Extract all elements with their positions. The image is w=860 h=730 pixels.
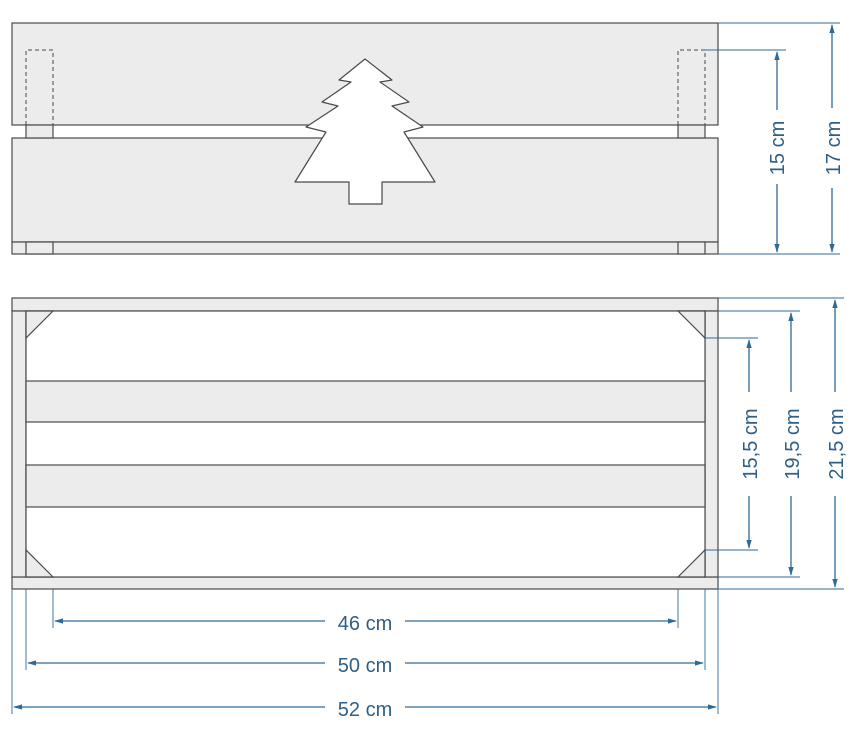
- front-left-post-hidden: [25, 49, 54, 125]
- corner-post-top-left: [25, 310, 55, 340]
- dimension-label-total-depth: 21,5 cm: [826, 408, 848, 479]
- corner-post-bottom-right: [676, 548, 706, 578]
- front-left-post: [25, 124, 54, 139]
- dimension-label-total-width: 52 cm: [338, 699, 392, 721]
- corner-post-top-right: [676, 310, 706, 340]
- dimension-label-inner-width: 46 cm: [338, 613, 392, 635]
- dimension-label-middle-depth: 19,5 cm: [782, 408, 804, 479]
- dimension-label-middle-width: 50 cm: [338, 655, 392, 677]
- bottom-slat-1: [25, 380, 706, 423]
- christmas-tree-icon: [294, 58, 436, 205]
- dimension-label-inner-depth: 15,5 cm: [740, 408, 762, 479]
- top-interior: [25, 310, 706, 578]
- front-bottom-rail: [11, 241, 719, 255]
- corner-post-bottom-left: [25, 548, 55, 578]
- top-front-board: [11, 576, 719, 590]
- front-left-post-foot: [25, 241, 54, 255]
- top-left-end-board: [11, 310, 27, 578]
- dimension-label-total-height: 17 cm: [823, 121, 845, 175]
- bottom-slat-2: [25, 464, 706, 508]
- front-right-post-foot: [677, 241, 706, 255]
- front-right-post: [677, 124, 706, 139]
- top-back-board: [11, 297, 719, 312]
- front-right-post-hidden: [677, 49, 706, 125]
- top-right-end-board: [704, 310, 719, 578]
- dimension-label-inner-height: 15 cm: [767, 121, 789, 175]
- front-view: 15 cm 17 cm: [11, 22, 845, 255]
- top-view: 15,5 cm 19,5 cm 21,5 cm 46 cm 50 cm 52 c…: [11, 297, 848, 721]
